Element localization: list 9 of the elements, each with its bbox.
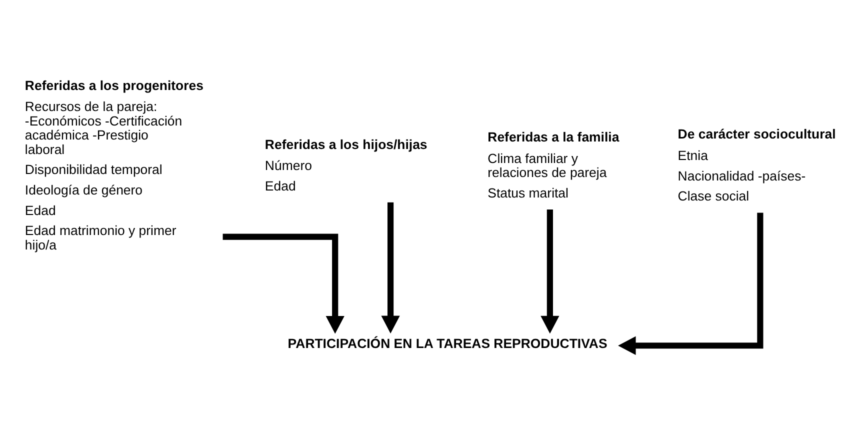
- node-text: De carácter sociocultural Etnia Nacionalidad -países- Clase social: [678, 126, 836, 204]
- arrow: [540, 210, 560, 334]
- arrow: [222, 234, 344, 334]
- node-text: Referidas a los progenitores Recursos de la pareja: -Económicos -Certificación académica -Prestigio laboral Disponibilidad temporal Ideología de género Edad Edad matrimonio y primer hijo/a: [24, 78, 204, 252]
- arrow: [381, 202, 400, 334]
- arrow: [618, 212, 764, 355]
- node-text: PARTICIPACIÓN EN LA TAREAS REPRODUCTIVAS: [288, 336, 608, 352]
- node-text: Referidas a los hijos/hijas Número Edad: [264, 136, 428, 194]
- node-text: Referidas a la familia Clima familiar y relaciones de pareja Status marital: [488, 130, 620, 201]
